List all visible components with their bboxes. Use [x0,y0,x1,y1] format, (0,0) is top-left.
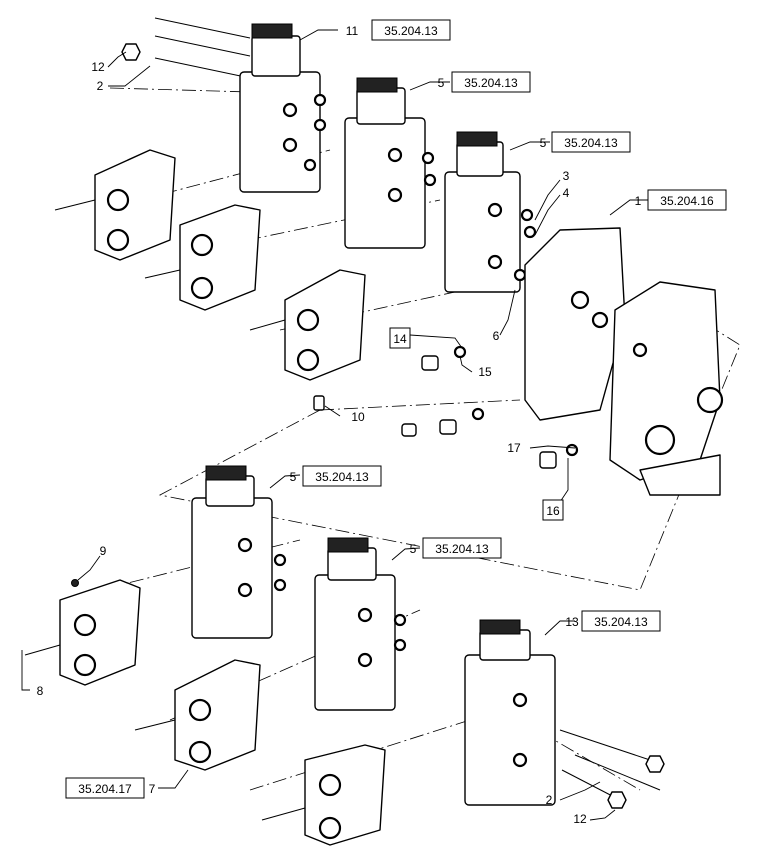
valve-section-5c [191,465,287,639]
callout-number: 12 [573,812,587,826]
reference-label: 35.204.17 [78,782,132,796]
callout-number: 11 [346,24,359,38]
callout-number: 6 [493,329,500,343]
callout-number: 17 [507,441,521,455]
work-port-sections-upper [54,149,366,381]
valve-section-5a [344,77,437,249]
callout-number: 5 [290,470,297,484]
valve-section-13 [464,619,556,806]
callout-number: 7 [149,782,156,796]
callout-number: 10 [351,410,365,424]
valve-section-11 [239,23,327,193]
work-port-sections-lower [24,579,386,846]
plugs-14-15 [401,345,579,469]
tie-rods-bottom [559,729,665,809]
callout-number: 9 [100,544,107,558]
callout-number: 2 [97,79,104,93]
callout-number: 3 [563,169,570,183]
reference-label: 35.204.16 [660,194,714,208]
valve-section-5d [314,537,407,711]
callout-number: 4 [563,186,570,200]
small-fasteners [71,395,325,587]
callout-number: 16 [546,504,560,518]
callout-numbers: 11 5 5 1 3 4 12 2 6 14 15 10 17 16 5 5 9… [37,24,642,826]
tie-rods-top [121,17,251,79]
reference-label: 35.204.13 [384,24,438,38]
callout-number: 5 [540,136,547,150]
leader-lines [21,29,650,821]
callout-number: 15 [478,365,492,379]
reference-label: 35.204.13 [594,615,648,629]
callout-number: 1 [635,194,642,208]
reference-label: 35.204.13 [464,76,518,90]
callout-number: 8 [37,684,44,698]
reference-label: 35.204.13 [315,470,369,484]
reference-label: 35.204.13 [435,542,489,556]
callout-number: 12 [91,60,105,74]
valve-section-5b [444,131,537,293]
reference-label: 35.204.13 [564,136,618,150]
callout-number: 13 [565,615,579,629]
callout-number: 5 [438,76,445,90]
reference-boxes: 35.204.13 35.204.13 35.204.13 35.204.16 … [65,19,727,799]
callout-number: 5 [410,542,417,556]
callout-number: 2 [546,793,553,807]
inlet-body-1 [524,227,724,496]
callout-number: 14 [393,332,407,346]
